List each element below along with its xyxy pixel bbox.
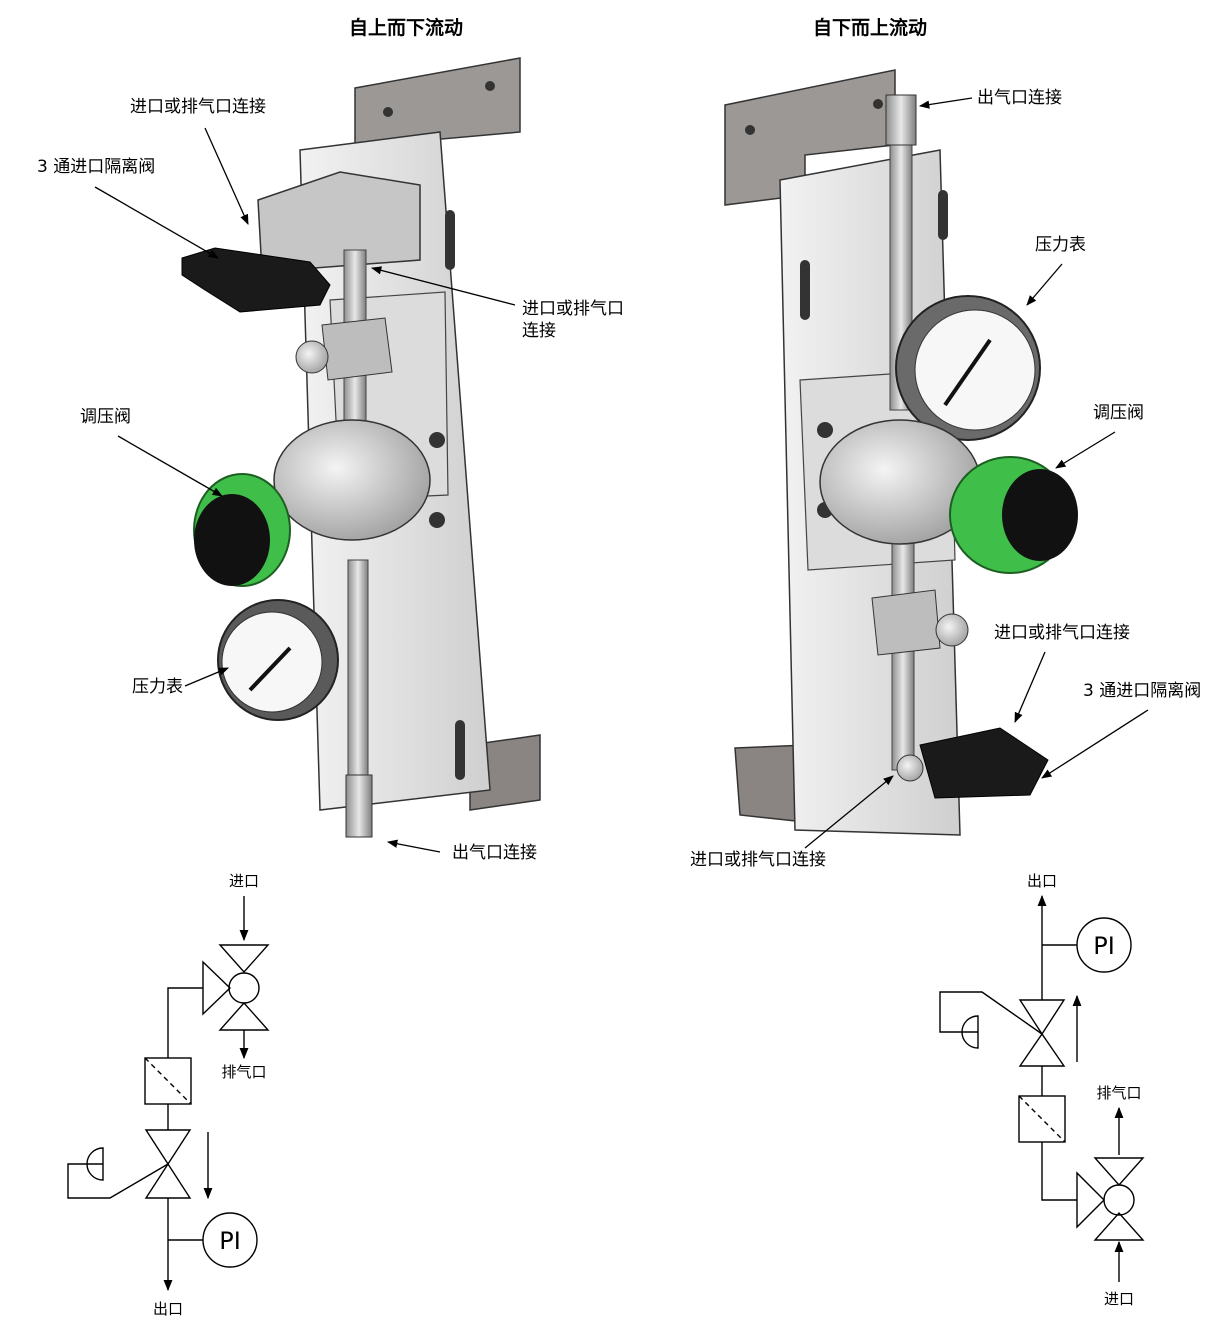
left-leader-inlet-vent-top xyxy=(204,127,249,225)
right-valve-handle[interactable] xyxy=(919,727,1049,799)
left-leader-three-way-valve xyxy=(94,186,219,259)
left-schematic-pressure-indicator xyxy=(202,1212,258,1268)
right-schematic-filter xyxy=(1018,1095,1066,1143)
left-valve-handle[interactable] xyxy=(181,247,331,313)
left-schematic-pipe-a xyxy=(167,987,203,1058)
right-label-inlet-vent-upper: 进口或排气口连接 xyxy=(994,623,1130,643)
left-schematic-outlet-label: 出口 xyxy=(153,1300,183,1318)
right-schematic-outlet-label: 出口 xyxy=(1027,872,1057,890)
left-label-inlet-vent-side-line1: 进口或排气口 xyxy=(522,299,624,319)
right-schematic-pressure-indicator xyxy=(1076,917,1132,973)
left-label-three-way-valve: 3 通进口隔离阀 xyxy=(37,157,155,177)
left-regulator-body xyxy=(273,419,431,541)
right-schematic: 出口 PI 排气口 进口 xyxy=(939,872,1145,1308)
left-leader-regulator xyxy=(117,435,223,497)
right-schematic-pi-label: PI xyxy=(1093,932,1115,960)
right-leader-inlet-vent-lower xyxy=(804,775,894,849)
title-top-down: 自上而下流动 xyxy=(349,16,463,39)
right-leader-gauge xyxy=(1026,263,1063,306)
left-schematic-filter xyxy=(144,1057,192,1105)
left-filter xyxy=(321,317,393,381)
right-leader-outlet-connection xyxy=(918,97,973,109)
left-outlet-fitting xyxy=(345,774,373,838)
left-schematic-inlet-label: 进口 xyxy=(229,872,259,890)
left-schematic-pi-label: PI xyxy=(219,1227,241,1255)
left-panel-assembly xyxy=(181,57,541,838)
right-label-regulator: 调压阀 xyxy=(1093,403,1144,423)
left-filter-port xyxy=(295,340,329,374)
left-label-outlet-connection: 出气口连接 xyxy=(452,843,537,863)
right-filter-port xyxy=(935,613,969,647)
right-schematic-inlet-label: 进口 xyxy=(1104,1290,1134,1308)
left-label-gauge: 压力表 xyxy=(132,677,183,697)
right-leader-regulator xyxy=(1055,431,1116,469)
right-tube-lower xyxy=(891,539,915,771)
right-mounting-bracket xyxy=(724,69,896,206)
right-outlet-fitting xyxy=(885,94,917,146)
right-label-inlet-vent-lower: 进口或排气口连接 xyxy=(690,850,826,870)
left-label-regulator: 调压阀 xyxy=(80,407,131,427)
right-schematic-vent-label: 排气口 xyxy=(1096,1084,1141,1102)
right-filter xyxy=(871,589,941,656)
left-schematic-vent-label: 排气口 xyxy=(221,1063,266,1081)
left-leader-outlet-connection xyxy=(386,839,441,853)
right-label-three-way-valve: 3 通进口隔离阀 xyxy=(1083,681,1201,701)
left-schematic: 进口 排气口 PI 出口 xyxy=(67,872,270,1318)
left-label-inlet-vent-side-line2: 连接 xyxy=(522,321,556,341)
right-leader-inlet-vent-upper xyxy=(1014,651,1046,723)
left-schematic-regulator xyxy=(67,1129,192,1199)
left-schematic-three-way-valve xyxy=(202,944,270,1031)
left-leader-inlet-vent-side xyxy=(370,266,516,306)
right-schematic-pipe-b xyxy=(1041,1142,1077,1201)
right-label-gauge: 压力表 xyxy=(1035,235,1086,255)
left-label-inlet-vent-top: 进口或排气口连接 xyxy=(130,97,266,117)
left-three-way-valve-body xyxy=(257,171,421,273)
right-label-outlet-connection: 出气口连接 xyxy=(977,88,1062,108)
title-bottom-up: 自下而上流动 xyxy=(813,16,927,39)
left-leader-gauge xyxy=(184,667,229,687)
right-schematic-three-way-valve xyxy=(1076,1157,1145,1241)
right-schematic-regulator xyxy=(939,991,1066,1067)
right-leader-three-way-valve xyxy=(1041,709,1149,779)
right-valve-port xyxy=(896,754,924,782)
right-panel-assembly xyxy=(724,69,1078,836)
